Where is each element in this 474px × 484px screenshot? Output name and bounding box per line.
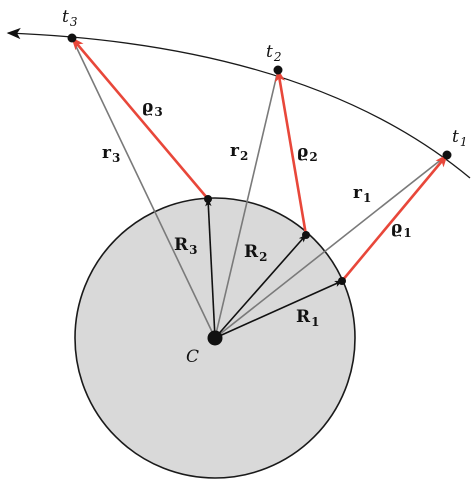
radius-vector-r1 — [214, 154, 448, 339]
radius-vector-r3 — [71, 37, 216, 339]
observation-dot-t2 — [273, 65, 283, 75]
range-vector-rho3 — [71, 37, 209, 200]
observation-dot-t3 — [67, 33, 77, 43]
site-vector-R2 — [214, 234, 307, 339]
label-rho3: ϱ3 — [142, 97, 163, 119]
label-r2: r2 — [230, 141, 248, 163]
label-t1: t1 — [452, 127, 467, 149]
label-rho2: ϱ2 — [297, 142, 318, 164]
label-r1: r1 — [353, 183, 371, 205]
site-dot-1 — [338, 277, 346, 285]
range-vector-rho2 — [274, 68, 308, 236]
label-t2: t2 — [266, 42, 281, 64]
label-r3: r3 — [102, 143, 120, 165]
site-vector-R3 — [205, 198, 216, 339]
observation-dot-t1 — [442, 150, 452, 160]
range-vector-rho1 — [341, 154, 448, 282]
center-dot — [207, 330, 223, 346]
orbit-path — [6, 27, 471, 179]
label-t3: t3 — [62, 7, 78, 29]
label-R2: R2 — [244, 242, 268, 264]
label-rho1: ϱ1 — [391, 218, 412, 240]
label-R3: R3 — [174, 235, 198, 257]
label-R1: R1 — [296, 307, 320, 329]
site-dot-3 — [204, 195, 212, 203]
site-vector-R1 — [214, 280, 343, 339]
site-dot-2 — [302, 231, 310, 239]
radius-vector-r2 — [214, 69, 279, 339]
label-center: C — [186, 347, 199, 367]
